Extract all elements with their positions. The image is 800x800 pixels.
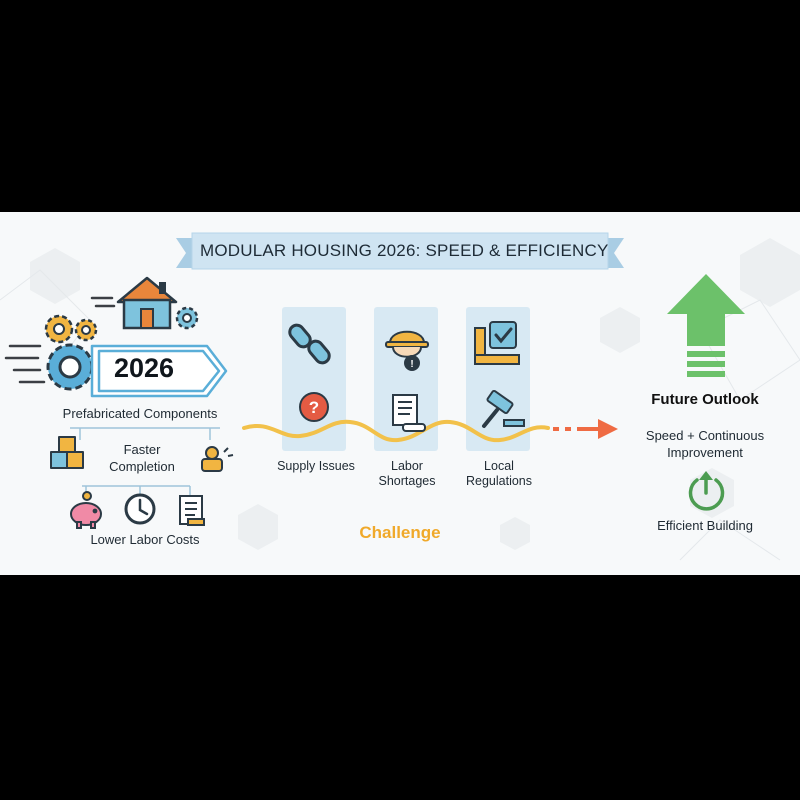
house-icon [116,276,178,330]
question-mark-icon: ? [299,392,329,422]
future-outlook-heading: Future Outlook [651,391,759,408]
efficient-building-label: Efficient Building [657,518,753,533]
ruler-checklist-icon [474,321,520,365]
gear-icon [46,343,94,391]
clock-icon [124,493,156,525]
piggy-bank-icon [70,491,102,529]
speed-improvement-label: Speed + Continuous Improvement [645,428,765,460]
improvement-cycle-icon [688,471,725,511]
growth-arrow-icon [667,274,745,377]
gear-icon [74,318,98,342]
challenge-heading: Challenge [359,523,441,542]
svg-text:?: ? [309,398,319,417]
supply-issues-label: Supply Issues [277,459,355,473]
background-hexagons [30,238,800,550]
document-icon [179,495,205,526]
gavel-icon [482,389,525,428]
challenge-arrow [553,419,618,439]
year-label: 2026 [113,353,175,383]
cubes-icon [50,436,84,469]
local-regulations-label: Local Regulations [465,459,532,488]
faster-completion-label: Faster Completion [109,442,175,474]
labor-shortages-label: Labor Shortages [378,459,436,488]
page-title: MODULAR HOUSING 2026: SPEED & EFFICIENCY [200,241,609,260]
svg-text:!: ! [410,359,413,370]
worker-icon [201,446,234,472]
broken-link-icon [288,323,331,365]
gear-icon [175,306,199,330]
left-connectors [70,427,220,496]
document-scroll-icon [392,394,426,432]
challenge-wave [242,419,550,443]
title-banner [176,232,624,270]
gear-icon [44,314,74,344]
prefabricated-label: Prefabricated Components [62,406,218,421]
hard-hat-worker-icon: ! [385,330,429,371]
lower-labor-costs-label: Lower Labor Costs [90,532,200,547]
year-arrow [90,344,228,398]
speed-lines [4,296,116,384]
